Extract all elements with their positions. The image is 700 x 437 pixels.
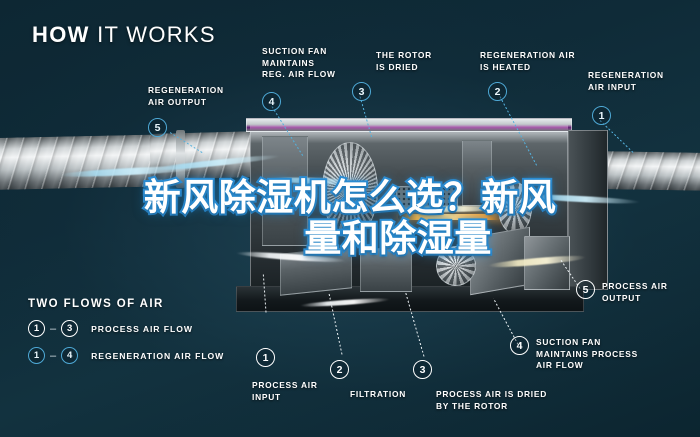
page-title: HOW IT WORKS xyxy=(32,22,216,48)
callout-process-air-output: PROCESS AIR OUTPUT xyxy=(602,281,668,303)
legend-marker-regen-to: 4 xyxy=(61,347,79,364)
callout-process-air-input: PROCESS AIR INPUT xyxy=(252,380,318,402)
legend-marker-process-from: 1 xyxy=(28,320,45,337)
legend-row-process: 1 – 3 PROCESS AIR FLOW xyxy=(28,320,224,337)
marker-regen-2[interactable]: 2 xyxy=(488,82,507,101)
callout-regen-air-input: REGENERATION AIR INPUT xyxy=(588,70,664,92)
marker-process-5[interactable]: 5 xyxy=(576,280,595,299)
page-title-bold: HOW xyxy=(32,22,90,47)
inner-divider xyxy=(462,140,492,206)
page-title-thin: IT WORKS xyxy=(97,22,216,47)
legend-marker-regen-from: 1 xyxy=(28,347,45,364)
marker-regen-4[interactable]: 4 xyxy=(262,92,281,111)
legend: TWO FLOWS OF AIR 1 – 3 PROCESS AIR FLOW … xyxy=(28,298,224,364)
legend-title: TWO FLOWS OF AIR xyxy=(28,298,164,310)
marker-process-4[interactable]: 4 xyxy=(510,336,529,355)
cabinet-top-rail xyxy=(246,118,572,132)
marker-regen-1[interactable]: 1 xyxy=(592,106,611,125)
legend-dash-process: – xyxy=(50,322,57,335)
suction-fan-lower xyxy=(436,246,476,286)
callout-regen-air-heated: REGENERATION AIR IS HEATED xyxy=(480,50,576,72)
duct-collar-left xyxy=(176,130,185,188)
legend-marker-process-to: 3 xyxy=(61,320,79,337)
callout-regeneration-air-output: REGENERATION AIR OUTPUT xyxy=(148,85,224,107)
callout-suction-fan-process: SUCTION FAN MAINTAINS PROCESS AIR FLOW xyxy=(536,337,638,371)
marker-process-1[interactable]: 1 xyxy=(256,348,275,367)
regeneration-heater xyxy=(398,214,506,220)
component-housing xyxy=(360,248,412,292)
marker-process-3[interactable]: 3 xyxy=(413,360,432,379)
callout-process-air-dried: PROCESS AIR IS DRIED BY THE ROTOR xyxy=(436,389,548,411)
callout-filtration: FILTRATION xyxy=(350,389,407,399)
callout-suction-fan-reg: SUCTION FAN MAINTAINS REG. AIR FLOW xyxy=(262,46,336,80)
legend-row-regeneration: 1 – 4 REGENERATION AIR FLOW xyxy=(28,347,224,364)
marker-regen-5[interactable]: 5 xyxy=(148,118,167,137)
legend-label-regeneration-air-flow: REGENERATION AIR FLOW xyxy=(91,350,225,361)
legend-dash-regen: – xyxy=(50,349,57,362)
marker-regen-3[interactable]: 3 xyxy=(352,82,371,101)
cabinet-right-section xyxy=(568,130,608,290)
desiccant-rotor xyxy=(322,142,378,238)
marker-process-2[interactable]: 2 xyxy=(330,360,349,379)
callout-rotor-is-dried: THE ROTOR IS DRIED xyxy=(376,50,432,72)
legend-label-process-air-flow: PROCESS AIR FLOW xyxy=(91,323,193,334)
spiral-duct-right xyxy=(594,150,700,192)
